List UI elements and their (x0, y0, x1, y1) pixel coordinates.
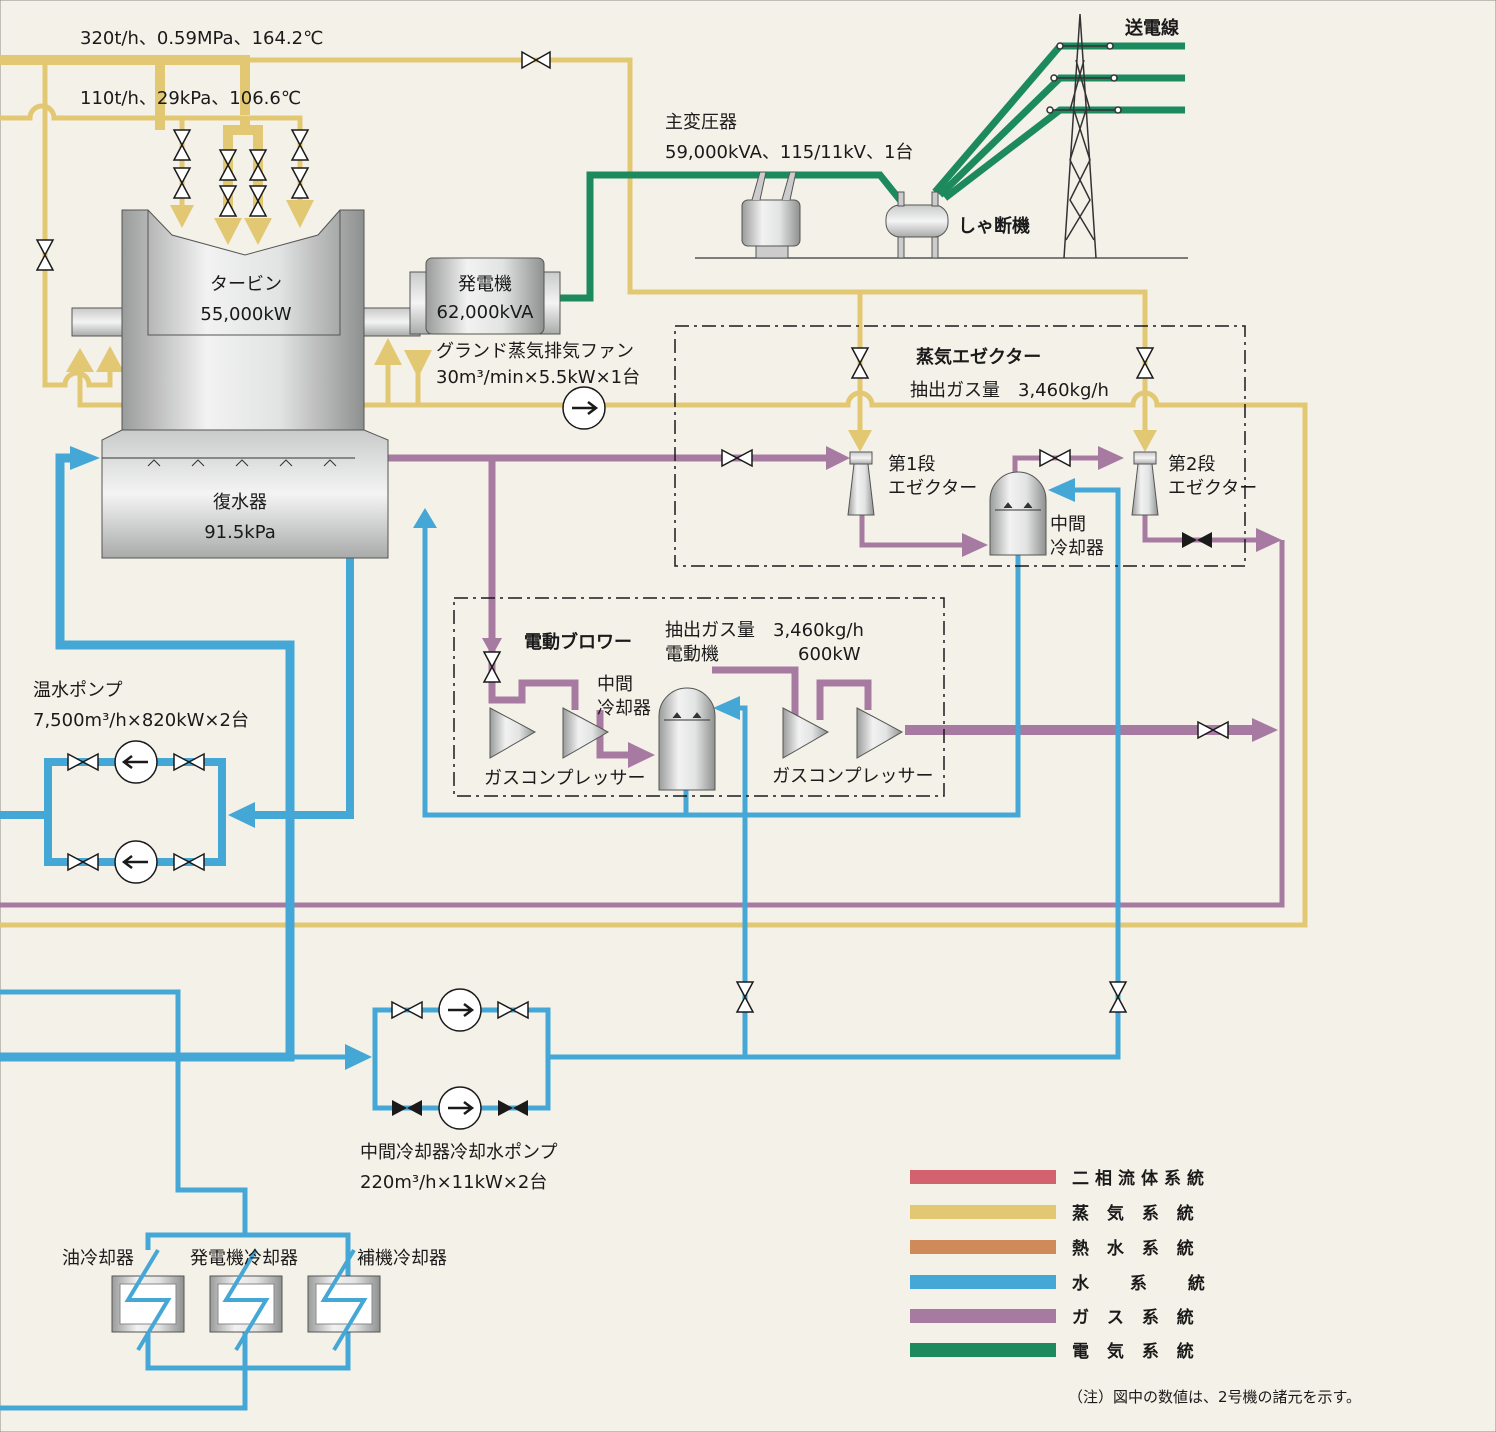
blower-motor-label: 電動機 (665, 644, 719, 665)
steam-lp-label: 110t/h、29kPa、106.6℃ (80, 88, 301, 109)
legend-swatch-steam (910, 1205, 1056, 1219)
blower-intercooler-b: 冷却器 (597, 698, 651, 719)
water-arrows (70, 446, 1075, 1070)
water-lines (0, 453, 1121, 1411)
transformer-spec: 59,000kVA、115/11kV、1台 (665, 142, 913, 163)
ejector-1-icon (847, 451, 875, 516)
steam-hp-label: 320t/h、0.59MPa、164.2℃ (80, 28, 323, 49)
oil-cooler-label: 油冷却器 (62, 1248, 134, 1269)
hot-water-pump-spec: 7,500m³/h×820kW×2台 (33, 710, 249, 731)
legend-swatch-two-phase (910, 1170, 1056, 1184)
aux-cooler-icon (307, 1248, 381, 1352)
generator-rating: 62,000kVA (437, 302, 535, 323)
condenser-pressure: 91.5kPa (204, 522, 276, 543)
aux-cooler-label: 補機冷却器 (357, 1248, 447, 1269)
footnote: （注）図中の数値は、2号機の諸元を示す。 (1068, 1388, 1361, 1406)
generator-cooler-label: 発電機冷却器 (190, 1248, 298, 1269)
ejector-intercooler-icon (989, 471, 1047, 556)
hot-water-pump-icon-1 (114, 740, 158, 784)
blower-title: 電動ブロワー (524, 631, 632, 653)
stage1-label-a: 第1段 (888, 454, 935, 475)
legend-label-water: 水 系 統 (1072, 1273, 1211, 1294)
turbine: タービン 55,000kW (71, 209, 421, 431)
transformer-name: 主変圧器 (665, 112, 737, 133)
switchyard (695, 13, 1188, 259)
blower-box (453, 597, 945, 797)
ejector-intercooler-b: 冷却器 (1050, 538, 1104, 559)
coolers (111, 1248, 381, 1352)
steam-ejector-box (674, 325, 1246, 567)
blower-intercooler-a: 中間 (597, 674, 633, 695)
legend-label-electric: 電 気 系 統 (1072, 1341, 1200, 1362)
generator-name: 発電機 (458, 274, 512, 295)
labels: 320t/h、0.59MPa、164.2℃ 110t/h、29kPa、106.6… (33, 17, 1257, 1269)
blower-motor-value: 600kW (798, 644, 861, 665)
legend: 二相流体系統 蒸 気 系 統 熱 水 系 統 水 系 統 ガ ス 系 統 電 気… (910, 1168, 1361, 1406)
legend-swatch-water (910, 1275, 1056, 1289)
cooling-pump-spec: 220m³/h×11kW×2台 (360, 1172, 547, 1193)
gland-fan-spec: 30m³/min×5.5kW×1台 (436, 367, 640, 388)
hot-water-pump-name: 温水ポンプ (33, 680, 122, 701)
turbine-rating: 55,000kW (200, 304, 291, 325)
stage1-label-b: エゼクター (888, 478, 977, 499)
legend-label-gas: ガ ス 系 統 (1072, 1307, 1200, 1328)
compressor-right-label: ガスコンプレッサー (772, 766, 933, 787)
compressor-4-icon (856, 707, 904, 759)
transformer-icon (741, 171, 801, 259)
legend-label-two-phase: 二相流体系統 (1072, 1168, 1210, 1189)
transmission-name: 送電線 (1124, 17, 1179, 39)
ejector-2-icon (1131, 451, 1159, 516)
steam-ejector-gas: 抽出ガス量 3,460kg/h (910, 380, 1109, 401)
legend-swatch-hot-water (910, 1240, 1056, 1254)
transmission-tower-icon (1046, 13, 1122, 259)
pump-icons (114, 386, 606, 1130)
compressor-1-icon (489, 707, 537, 759)
legend-label-steam: 蒸 気 系 統 (1072, 1203, 1200, 1224)
breaker-icon (885, 191, 949, 259)
stage2-label-a: 第2段 (1168, 454, 1215, 475)
cooling-pump-name: 中間冷却器冷却水ポンプ (360, 1142, 557, 1163)
blower-gas: 抽出ガス量 3,460kg/h (665, 620, 864, 641)
stage2-label-b: エゼクター (1168, 478, 1257, 499)
condenser: 復水器 91.5kPa (101, 429, 389, 559)
closed-valves (392, 532, 1212, 1116)
steam-lines (0, 55, 1308, 928)
legend-swatch-electric (910, 1343, 1056, 1357)
oil-cooler-icon (111, 1248, 185, 1352)
compressor-2-icon (562, 707, 610, 759)
legend-label-hot-water: 熱 水 系 統 (1072, 1238, 1200, 1259)
steam-ejector-title: 蒸気エゼクター (916, 346, 1041, 368)
gland-fan-icon (562, 386, 606, 430)
gland-fan-name: グランド蒸気排気ファン (436, 341, 634, 362)
cooling-pump-icon-1 (438, 988, 482, 1032)
gas-arrows (482, 446, 1282, 768)
blower-intercooler-icon (658, 687, 716, 791)
legend-swatch-gas (910, 1309, 1056, 1323)
compressor-3-icon (782, 707, 830, 759)
condenser-name: 復水器 (213, 492, 267, 513)
cooling-pump-icon-2 (438, 1086, 482, 1130)
compressor-left-label: ガスコンプレッサー (484, 768, 645, 789)
ejector-intercooler-a: 中間 (1050, 514, 1086, 535)
generator: 発電機 62,000kVA (409, 257, 561, 335)
breaker-name: しゃ断機 (958, 215, 1030, 237)
hot-water-pump-icon-2 (114, 840, 158, 884)
valves (35, 50, 1229, 1020)
steam-arrows (66, 200, 1157, 452)
turbine-name: タービン (210, 274, 282, 295)
generator-cooler-icon (209, 1248, 283, 1352)
